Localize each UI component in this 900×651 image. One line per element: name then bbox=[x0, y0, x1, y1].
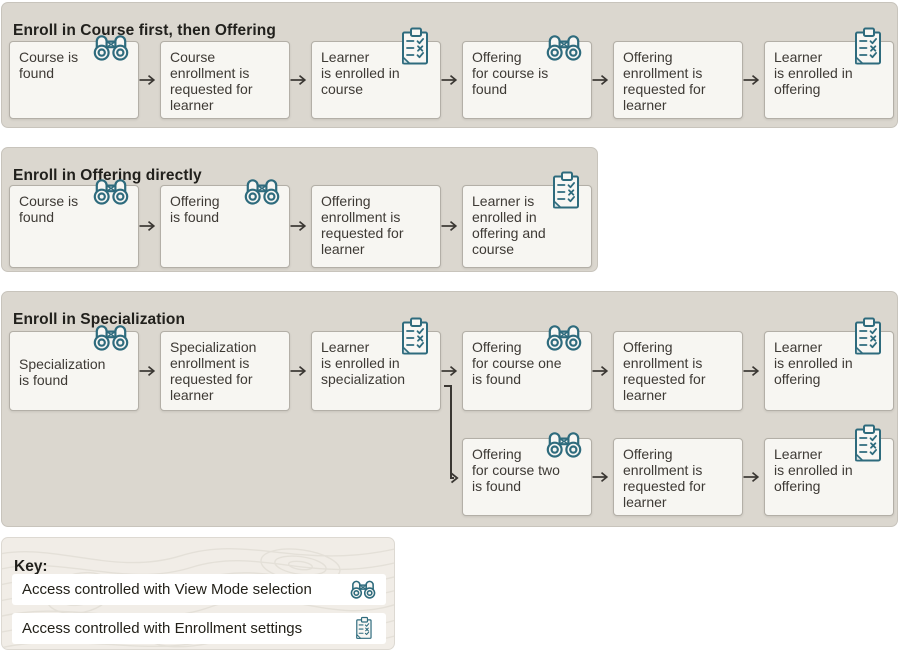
flow-step-label: Offering for course one is found bbox=[472, 339, 562, 387]
flow-step-offering-enrollment-requested: Offering enrollment is requested for lea… bbox=[613, 438, 743, 516]
flow-step-label: Specialization enrollment is requested f… bbox=[170, 339, 257, 403]
flow-step-label: Offering enrollment is requested for lea… bbox=[623, 339, 706, 403]
flow-step-label: Specialization is found bbox=[19, 356, 106, 388]
flow-step-label: Offering enrollment is requested for lea… bbox=[623, 49, 706, 113]
flow-step-learner-enrolled-offering: Learner is enrolled in offering bbox=[764, 331, 894, 411]
clipboard-icon bbox=[853, 317, 885, 357]
flow-arrow-icon bbox=[290, 364, 310, 378]
clipboard-icon bbox=[400, 317, 432, 357]
flow-step-learner-enrolled-specialization: Learner is enrolled in specialization bbox=[311, 331, 441, 411]
flow-arrow-icon bbox=[139, 364, 159, 378]
branch-connector-line bbox=[444, 385, 459, 484]
clipboard-icon bbox=[853, 424, 885, 464]
flow-step-label: Course enrollment is requested for learn… bbox=[170, 49, 253, 113]
panel-title: Enroll in Offering directly bbox=[13, 166, 202, 184]
flow-arrow-icon bbox=[743, 470, 763, 484]
key-item-enrollment-settings: Access controlled with Enrollment settin… bbox=[12, 613, 386, 644]
flow-arrow-icon bbox=[743, 364, 763, 378]
panel-enroll-offering-directly: Enroll in Offering directly Course is fo… bbox=[1, 147, 598, 272]
flow-step-label: Learner is enrolled in offering and cour… bbox=[472, 193, 546, 257]
flow-step-label: Learner is enrolled in specialization bbox=[321, 339, 406, 387]
clipboard-icon bbox=[853, 27, 885, 67]
flow-arrow-icon bbox=[592, 364, 612, 378]
flow-step-offering-course-two-found: Offering for course two is found bbox=[462, 438, 592, 516]
flow-step-course-found: Course is found bbox=[9, 41, 139, 119]
clipboard-icon bbox=[400, 27, 432, 67]
flow-step-specialization-found: Specialization is found bbox=[9, 331, 139, 411]
flow-arrow-icon bbox=[592, 73, 612, 87]
flow-step-course-found: Course is found bbox=[9, 185, 139, 268]
binoculars-icon bbox=[92, 177, 130, 205]
panel-title: Enroll in Course first, then Offering bbox=[13, 21, 276, 39]
binoculars-icon bbox=[545, 33, 583, 61]
key-item-label: Access controlled with View Mode selecti… bbox=[22, 581, 312, 598]
flow-arrow-icon bbox=[139, 219, 159, 233]
key-item-view-mode: Access controlled with View Mode selecti… bbox=[12, 574, 386, 605]
flow-step-learner-enrolled-offering: Learner is enrolled in offering bbox=[764, 438, 894, 516]
flow-step-learner-enrolled-offering: Learner is enrolled in offering bbox=[764, 41, 894, 119]
flow-step-label: Offering for course two is found bbox=[472, 446, 560, 494]
clipboard-icon bbox=[355, 616, 374, 641]
flow-step-label: Learner is enrolled in offering bbox=[774, 339, 853, 387]
flow-step-label: Offering enrollment is requested for lea… bbox=[623, 446, 706, 510]
flow-step-offering-enrollment-requested: Offering enrollment is requested for lea… bbox=[613, 331, 743, 411]
flow-arrow-icon bbox=[592, 470, 612, 484]
panel-enroll-course-first-then-offering: Enroll in Course first, then Offering Co… bbox=[1, 2, 898, 128]
flow-step-label: Offering is found bbox=[170, 193, 220, 225]
binoculars-icon bbox=[243, 177, 281, 205]
flow-step-label: Course is found bbox=[19, 193, 79, 225]
flow-step-label: Learner is enrolled in offering bbox=[774, 49, 853, 97]
flow-step-offering-enrollment-requested: Offering enrollment is requested for lea… bbox=[311, 185, 441, 268]
binoculars-icon bbox=[92, 323, 130, 351]
flow-arrow-icon bbox=[290, 219, 310, 233]
flow-step-learner-enrolled-course: Learner is enrolled in course bbox=[311, 41, 441, 119]
flow-step-offering-enrollment-requested: Offering enrollment is requested for lea… bbox=[613, 41, 743, 119]
flow-arrow-icon bbox=[139, 73, 159, 87]
clipboard-icon bbox=[551, 171, 583, 211]
binoculars-icon bbox=[349, 579, 377, 599]
flow-step-learner-enrolled-offering-course: Learner is enrolled in offering and cour… bbox=[462, 185, 592, 268]
key-item-label: Access controlled with Enrollment settin… bbox=[22, 620, 303, 637]
flow-step-specialization-enrollment-requested: Specialization enrollment is requested f… bbox=[160, 331, 290, 411]
flow-step-offering-found: Offering for course is found bbox=[462, 41, 592, 119]
key-panel: Key: Access controlled with View Mode se… bbox=[1, 537, 395, 650]
binoculars-icon bbox=[545, 430, 583, 458]
binoculars-icon bbox=[545, 323, 583, 351]
panel-enroll-specialization: Enroll in Specialization Specialization … bbox=[1, 291, 898, 527]
binoculars-icon bbox=[92, 33, 130, 61]
flow-arrow-icon bbox=[441, 364, 461, 378]
key-title: Key: bbox=[14, 557, 48, 575]
flow-step-label: Learner is enrolled in course bbox=[321, 49, 400, 97]
flow-step-offering-course-one-found: Offering for course one is found bbox=[462, 331, 592, 411]
flow-step-label: Offering for course is found bbox=[472, 49, 549, 97]
flow-arrow-icon bbox=[441, 73, 461, 87]
flow-step-label: Learner is enrolled in offering bbox=[774, 446, 853, 494]
flow-step-course-enrollment-requested: Course enrollment is requested for learn… bbox=[160, 41, 290, 119]
flow-step-label: Offering enrollment is requested for lea… bbox=[321, 193, 404, 257]
flow-arrow-icon bbox=[743, 73, 763, 87]
flow-arrow-icon bbox=[441, 219, 461, 233]
flow-step-offering-found: Offering is found bbox=[160, 185, 290, 268]
flow-step-label: Course is found bbox=[19, 49, 79, 81]
panel-title: Enroll in Specialization bbox=[13, 310, 186, 328]
flow-arrow-icon bbox=[290, 73, 310, 87]
